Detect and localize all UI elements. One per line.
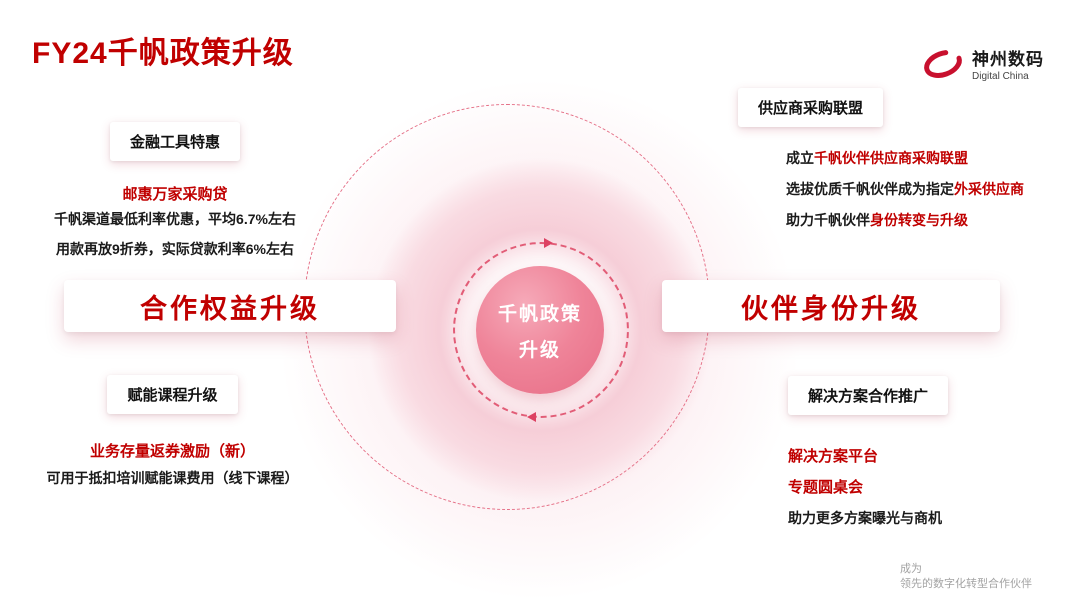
brand-text: 神州数码 Digital China xyxy=(972,49,1044,83)
center-title-line1: 千帆政策 xyxy=(497,303,582,325)
center-title-line2: 升级 xyxy=(518,339,561,361)
alliance-line-text: 成立 xyxy=(786,150,814,166)
course-subheading: 业务存量返券激励（新） xyxy=(89,443,255,460)
solution-line1: 助力更多方案曝光与商机 xyxy=(788,510,942,526)
alliance-heading-box: 供应商采购联盟 xyxy=(738,88,884,127)
clockwise-arrow-icon xyxy=(544,238,554,248)
finance-group: 金融工具特惠 邮惠万家采购贷 千帆渠道最低利率优惠，平均6.7%左右 用款再放9… xyxy=(30,122,320,264)
center-circle: 千帆政策 升级 xyxy=(476,266,604,394)
brand-subtitle: Digital China xyxy=(972,71,1029,83)
brand-logo: 神州数码 Digital China xyxy=(921,46,1044,87)
clockwise-arrow-icon xyxy=(527,412,537,422)
footer-watermark: 成为 领先的数字化转型合作伙伴 xyxy=(900,562,1032,592)
alliance-line: 助力千帆伙伴身份转变与升级 xyxy=(786,205,1068,236)
alliance-group: 供应商采购联盟 成立千帆伙伴供应商采购联盟 选拔优质千帆伙伴成为指定外采供应商 … xyxy=(738,88,1068,236)
digital-china-swirl-icon xyxy=(921,46,965,87)
left-main-label: 合作权益升级 xyxy=(64,280,396,332)
finance-line1: 千帆渠道最低利率优惠，平均6.7%左右 xyxy=(54,211,296,227)
solution-heading-box: 解决方案合作推广 xyxy=(788,376,949,415)
solution-highlight1: 解决方案平台 xyxy=(788,448,879,465)
course-group: 赋能课程升级 业务存量返券激励（新） 可用于抵扣培训赋能课费用（线下课程） xyxy=(20,375,325,493)
alliance-line-highlight: 千帆伙伴供应商采购联盟 xyxy=(814,150,968,166)
course-heading-box: 赋能课程升级 xyxy=(107,375,238,414)
right-main-label: 伙伴身份升级 xyxy=(662,280,1000,332)
solution-highlight2: 专题圆桌会 xyxy=(788,479,864,496)
finance-subheading: 邮惠万家采购贷 xyxy=(122,186,228,203)
alliance-line-highlight: 外采供应商 xyxy=(954,181,1024,197)
brand-name: 神州数码 xyxy=(972,49,1044,69)
alliance-line-text: 选拔优质千帆伙伴成为指定 xyxy=(786,181,954,197)
footer-line2: 领先的数字化转型合作伙伴 xyxy=(900,578,1032,590)
page-title: FY24千帆政策升级 xyxy=(32,37,294,70)
course-line1: 可用于抵扣培训赋能课费用（线下课程） xyxy=(46,470,299,486)
alliance-line-highlight: 身份转变与升级 xyxy=(870,212,968,228)
alliance-line: 选拔优质千帆伙伴成为指定外采供应商 xyxy=(786,174,1068,205)
finance-line2: 用款再放9折券，实际贷款利率6%左右 xyxy=(55,241,295,257)
alliance-line-text: 助力千帆伙伴 xyxy=(786,212,870,228)
finance-heading-box: 金融工具特惠 xyxy=(109,122,240,161)
solution-group: 解决方案合作推广 解决方案平台 专题圆桌会 助力更多方案曝光与商机 xyxy=(788,376,1068,534)
alliance-line: 成立千帆伙伴供应商采购联盟 xyxy=(786,143,1068,174)
inner-dashed-circle xyxy=(453,238,629,422)
footer-line1: 成为 xyxy=(900,563,922,575)
